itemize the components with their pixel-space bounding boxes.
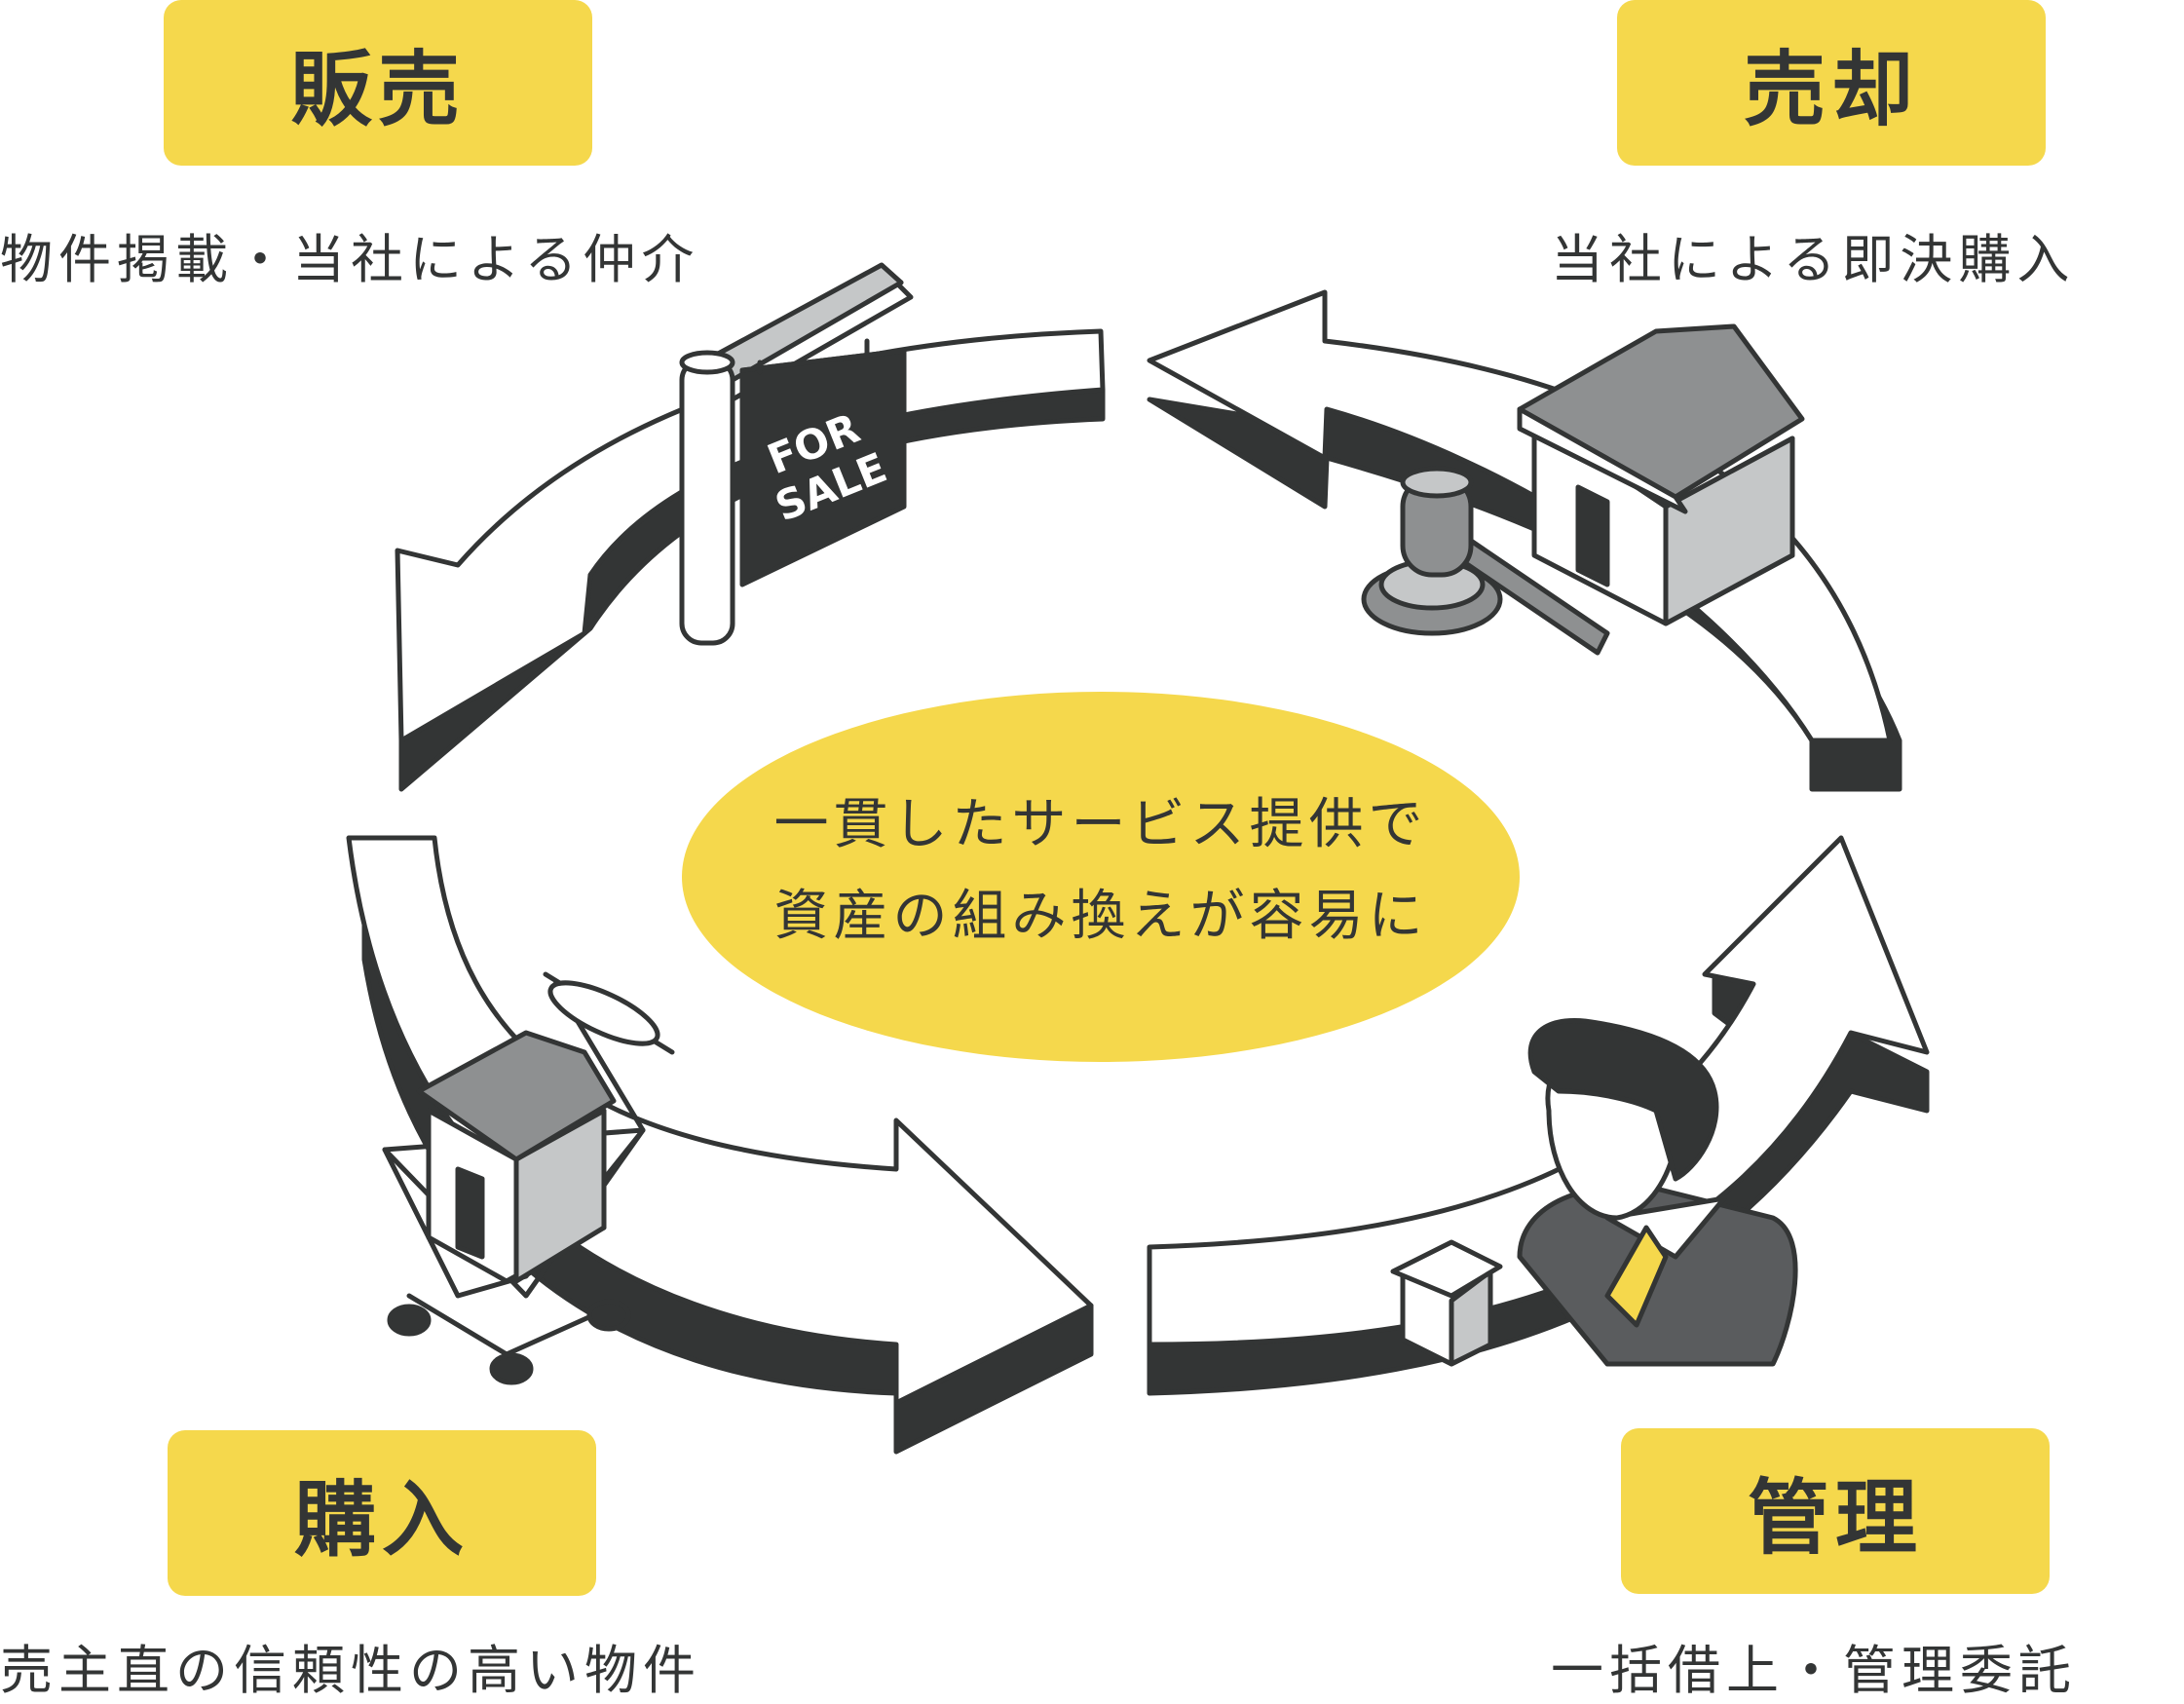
center-line1: 一貫したサービス提供で (773, 793, 1428, 856)
businessman-icon (1390, 1017, 1798, 1367)
label-purchase-text: 購入 (293, 1471, 470, 1568)
for-sale-sign-icon: FOR SALE (679, 262, 914, 646)
label-sales: 販売 (164, 0, 592, 166)
label-sales-text: 販売 (289, 41, 466, 137)
center-line2: 資産の組み換えが容易に (773, 885, 1428, 948)
label-sell: 売却 (1617, 0, 2046, 166)
center-message: 一貫したサービス提供で 資産の組み換えが容易に (672, 779, 1529, 963)
shopping-cart-house-icon (382, 971, 675, 1385)
house-gavel-icon (1361, 323, 1805, 656)
label-sell-text: 売却 (1743, 41, 1919, 137)
caption-sell: 当社による即決購入 (1551, 229, 2076, 290)
label-purchase: 購入 (168, 1430, 596, 1596)
arrow-top-right (1147, 289, 1902, 792)
label-manage-text: 管理 (1747, 1469, 1923, 1566)
center-ellipse (682, 692, 1520, 1062)
label-manage: 管理 (1621, 1428, 2050, 1594)
caption-sales: 物件掲載・当社による仲介 (0, 229, 700, 290)
